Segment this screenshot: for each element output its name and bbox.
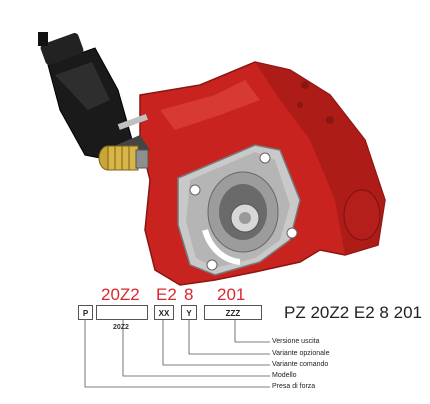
legend-versione-uscita: Versione uscita: [272, 338, 320, 345]
pump-body-highlight: [160, 80, 260, 130]
bolt-b: [326, 116, 334, 124]
code-value-variante-opzionale: 8: [184, 285, 194, 304]
modello-sub-label: 20Z2: [113, 324, 129, 331]
flange-slot: [202, 229, 241, 265]
code-value-versione-uscita: 201: [217, 285, 246, 304]
rear-boss: [343, 189, 381, 241]
code-value-variante-comando: E2: [156, 285, 177, 304]
code-value-modello: 20Z2: [101, 285, 140, 304]
flange-hole-2: [259, 152, 271, 164]
code-box-presa: P: [78, 305, 93, 320]
code-box-modello: [96, 305, 148, 320]
code-box-comando: XX: [154, 305, 174, 320]
code-box-opzionale: Y: [181, 305, 197, 320]
flange-hole-3: [286, 227, 298, 239]
bolt-c: [297, 102, 303, 108]
code-box-uscita: ZZZ: [204, 305, 262, 320]
leader-lines: [84, 320, 270, 388]
flange-hole-1: [189, 184, 201, 196]
legend-modello: Modello: [272, 372, 297, 379]
full-code-text: PZ 20Z2 E2 8 201: [284, 303, 422, 322]
shaft-centre: [239, 212, 251, 224]
hydraulic-fitting: [98, 145, 149, 171]
legend-variante-comando: Variante comando: [272, 361, 329, 368]
legend-variante-opzionale: Variante opzionale: [272, 350, 330, 357]
actuator-face: [55, 62, 110, 110]
actuator-nozzle: [38, 32, 48, 46]
flange-hole-4: [206, 259, 218, 271]
actuator-cap: [40, 32, 84, 66]
actuator-stripe: [117, 114, 148, 130]
legend-presa-di-forza: Presa di forza: [272, 383, 316, 390]
bolt-a: [301, 81, 309, 89]
